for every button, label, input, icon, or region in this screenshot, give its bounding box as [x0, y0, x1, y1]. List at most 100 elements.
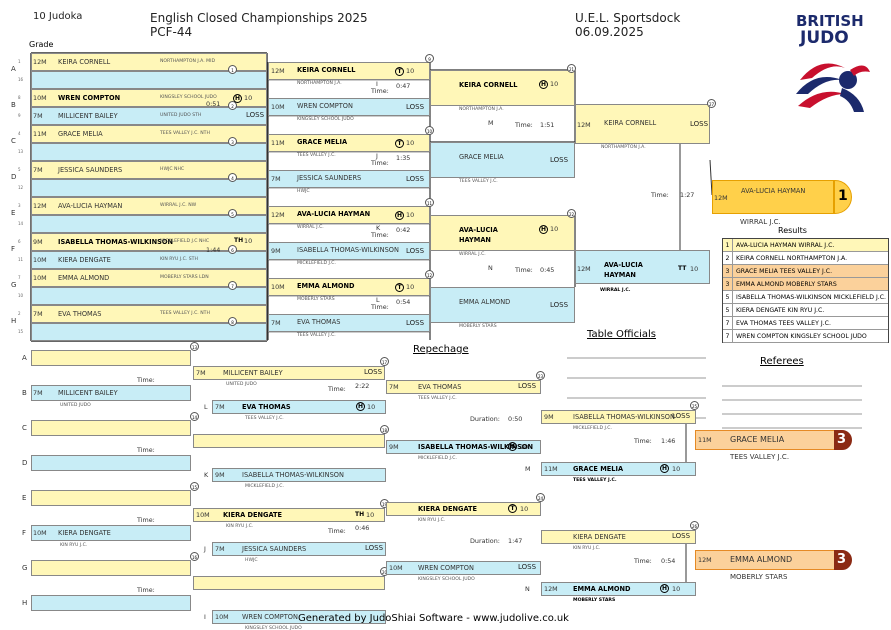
results-entry: WREN COMPTON KINGSLEY SCHOOL JUDO: [736, 333, 867, 340]
round3-entry: [430, 287, 575, 323]
bronze-entry: [541, 410, 696, 424]
match-number-circle: 12: [425, 270, 434, 279]
round3-club: WIRRAL J.C.: [459, 252, 486, 257]
footer-credit: Generated by JudoShiai Software - www.ju…: [298, 613, 569, 624]
logo-line1: BRITISH: [796, 12, 864, 30]
ippon-marker-icon: H: [395, 211, 404, 220]
pool-seed-number: 11: [18, 257, 24, 262]
repechage-round2-name: WREN COMPTON: [242, 613, 298, 621]
repechage-round3-score: 10: [520, 443, 529, 451]
match-number-circle: 15: [190, 482, 199, 491]
loss-label: LOSS: [406, 319, 425, 327]
repechage-round2-grade: 10M: [215, 613, 229, 621]
repechage-round2-name: MILLICENT BAILEY: [223, 369, 283, 377]
repechage-round3-duration: 1:47: [508, 537, 523, 545]
pool-judoka-name: MILLICENT BAILEY: [58, 112, 118, 120]
repechage-round3-name: WREN COMPTON: [418, 564, 474, 572]
round2-name: KEIRA CORNELL: [297, 66, 356, 74]
time-label: Time:: [137, 446, 155, 454]
bronze-rank-badge: [834, 430, 852, 450]
results-title: Results: [778, 226, 807, 235]
pool-judoka-name: EMMA ALMOND: [58, 274, 110, 282]
repechage-round2-club: KIN RYU J.C.: [226, 524, 254, 529]
bronze-rank-badge: [834, 550, 852, 570]
results-entry: KEIRA CORNELL NORTHAMPTON J.A.: [736, 255, 848, 262]
repechage-round2-club: TEES VALLEY J.C.: [245, 416, 284, 421]
repechage-entry: [31, 595, 191, 611]
pool-grade: 7M: [33, 112, 43, 120]
pool-entry: [31, 323, 267, 341]
bronze-entry: [541, 582, 696, 596]
repechage-round2-grade: 10M: [196, 511, 210, 519]
pool-seed-number: 3: [18, 203, 21, 208]
repechage-round3-name: KIERA DENGATE: [418, 505, 478, 513]
repechage-round2-club: KINGSLEY SCHOOL JUDO: [245, 626, 302, 630]
category-label: PCF-44: [150, 25, 193, 39]
ippon-marker-icon: H: [539, 80, 548, 89]
repechage-round2-entry: [212, 610, 386, 624]
british-judo-logo: BRITISH JUDO: [790, 10, 880, 120]
repechage-round3-grade: 10M: [389, 564, 403, 572]
pool-judoka-name: ISABELLA THOMAS-WILKINSON: [58, 238, 173, 246]
winner-grade: 12M: [714, 194, 728, 202]
ippon-marker-icon: H: [356, 402, 365, 411]
round3-club: TEES VALLEY J.C.: [459, 179, 498, 184]
pool-grade: 12M: [33, 202, 47, 210]
repechage-round2-club: MICKLEFIELD J.C.: [245, 484, 284, 489]
bronze-winner-club: MOBERLY STARS: [730, 573, 788, 581]
round2-entry: [268, 242, 430, 260]
repechage-entry: [31, 525, 191, 541]
time-label: Time:: [328, 385, 346, 393]
bronze-entry: [541, 462, 696, 476]
time-label: Time:: [371, 87, 389, 95]
ippon-marker-icon: T: [395, 139, 404, 148]
repechage-entry: [31, 455, 191, 471]
round3-club: NORTHAMPTON J.A.: [459, 107, 504, 112]
bronze-grade: 12M: [544, 585, 558, 593]
repechage-round2-grade: 9M: [215, 471, 225, 479]
bronze-time: 1:46: [661, 437, 676, 445]
match-number-circle: 3: [228, 137, 237, 146]
loss-label: LOSS: [518, 563, 537, 571]
round3-name: AVA-LUCIA HAYMAN: [459, 226, 498, 244]
pool-judoka-club: TEES VALLEY J.C. NTH: [160, 311, 210, 316]
repechage-round2-entry: [212, 468, 386, 482]
round2-letter: I: [376, 80, 378, 88]
pool-judoka-name: WREN COMPTON: [58, 94, 121, 102]
pool-seed-number: 10: [18, 293, 24, 298]
time-label: Time:: [328, 527, 346, 535]
round2-grade: 12M: [271, 67, 285, 75]
repechage-round3-club: MICKLEFIELD J.C.: [418, 456, 457, 461]
match-number-circle: 24: [536, 493, 545, 502]
ippon-marker-icon: H: [660, 584, 669, 593]
repechage-title: Repechage: [413, 344, 469, 355]
round2-score: 10: [406, 211, 415, 219]
round3-name: KEIRA CORNELL: [459, 81, 518, 89]
loss-label: LOSS: [690, 120, 709, 128]
round3-entry: [430, 142, 575, 178]
pool-letter: H: [11, 317, 17, 325]
round2-entry: [268, 134, 430, 152]
round3-score: 10: [550, 80, 559, 88]
bronze-club: MOBERLY STARS: [573, 598, 616, 603]
pool-grade: 7M: [33, 310, 43, 318]
round2-grade: 7M: [271, 175, 281, 183]
repechage-grade: 7M: [33, 389, 43, 397]
round3-letter: M: [488, 119, 494, 127]
repechage-round2-entry: [193, 508, 385, 522]
repechage-letter: B: [22, 389, 27, 397]
pool-entry: [31, 89, 267, 107]
round2-entry: [268, 314, 430, 332]
bronze-winner-grade: 11M: [698, 436, 712, 444]
repechage-round2-letter: K: [204, 471, 209, 479]
round2-club: HWJC: [297, 189, 310, 194]
round3-name: EMMA ALMOND: [459, 298, 511, 306]
loss-label: LOSS: [406, 103, 425, 111]
repechage-round2-club: UNITED JUDO: [226, 382, 257, 387]
time-label: Time:: [371, 303, 389, 311]
pool-judoka-name: EVA THOMAS: [58, 310, 102, 318]
final-entry: [575, 104, 710, 144]
